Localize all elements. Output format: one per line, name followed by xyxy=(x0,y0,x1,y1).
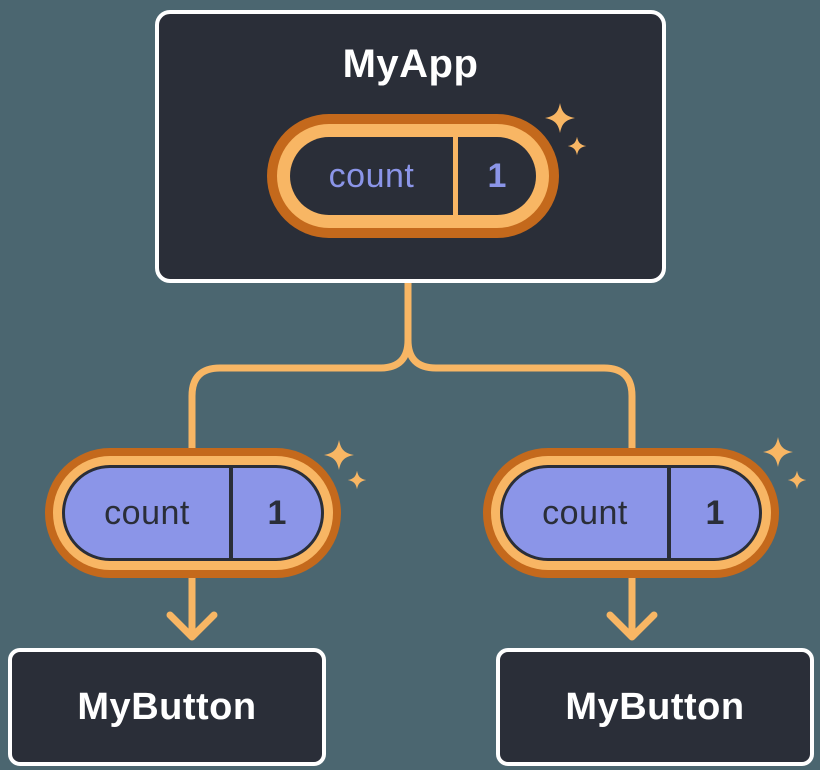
component-node-mybutton-right: MyButton xyxy=(496,648,814,766)
pill-divider xyxy=(667,468,671,558)
pill-ring: count 1 xyxy=(277,124,549,228)
pill-ring: count 1 xyxy=(491,456,771,570)
component-node-mybutton-left: MyButton xyxy=(8,648,326,766)
pill-divider xyxy=(453,137,458,215)
component-label: MyButton xyxy=(77,685,257,728)
pill-body: count 1 xyxy=(500,465,762,561)
component-label: MyApp xyxy=(342,42,479,86)
state-pill-root: count 1 xyxy=(267,114,559,238)
arrow-down-icon xyxy=(166,611,218,641)
state-value: 1 xyxy=(267,493,287,532)
state-pill-child-left: count 1 xyxy=(45,448,341,578)
pill-ring: count 1 xyxy=(53,456,333,570)
arrow-down-icon xyxy=(606,611,658,641)
state-name: count xyxy=(104,493,190,532)
state-name: count xyxy=(328,156,415,195)
state-value: 1 xyxy=(487,156,507,195)
component-label: MyButton xyxy=(565,685,745,728)
state-pill-child-right: count 1 xyxy=(483,448,779,578)
state-name: count xyxy=(542,493,628,532)
pill-body: count 1 xyxy=(290,137,536,215)
state-value: 1 xyxy=(705,493,725,532)
pill-body: count 1 xyxy=(62,465,324,561)
